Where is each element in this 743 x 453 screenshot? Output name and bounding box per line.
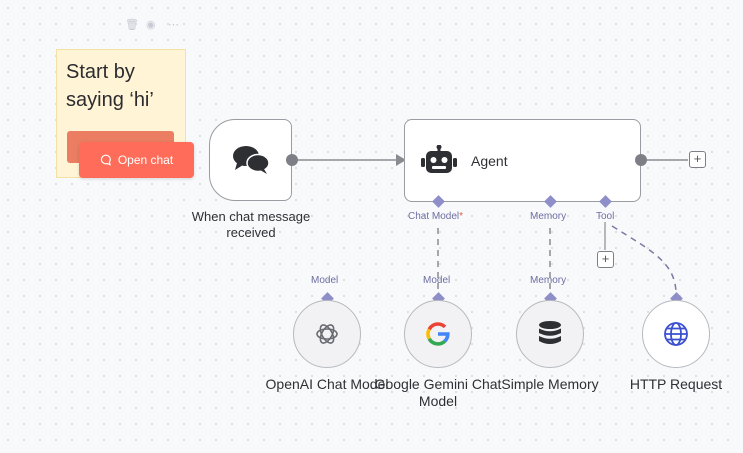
simple-memory-node[interactable] <box>516 300 584 368</box>
openai-node-label: OpenAI Chat Model <box>265 376 389 392</box>
trigger-output-handle[interactable] <box>286 154 298 166</box>
memory-node-port-label: Memory <box>530 275 567 286</box>
agent-output-handle[interactable] <box>635 154 647 166</box>
gemini-chat-model-node[interactable] <box>404 300 472 368</box>
globe-icon <box>664 322 688 346</box>
memory-port-label: Memory <box>530 211 567 222</box>
simple-memory-label: Simple Memory <box>501 376 599 392</box>
openai-icon <box>316 324 338 344</box>
database-icon <box>539 321 561 344</box>
openai-chat-model-node[interactable] <box>293 300 361 368</box>
http-request-label: HTTP Request <box>629 376 723 392</box>
open-chat-label: Open chat <box>117 153 174 167</box>
google-icon <box>426 322 450 346</box>
chat-icon <box>100 154 111 166</box>
color-palette-icon[interactable]: ◉ <box>146 19 156 31</box>
http-request-node[interactable] <box>642 300 710 368</box>
chat-trigger-node[interactable] <box>209 119 292 201</box>
sticky-title: Start by saying ‘hi’ <box>66 61 154 111</box>
openai-port-label: Model <box>311 275 339 286</box>
trash-icon[interactable]: 🗑 <box>125 19 139 31</box>
trigger-label: When chat message received <box>191 209 311 240</box>
gemini-port-label: Model <box>423 275 451 286</box>
add-tool-button[interactable]: + <box>597 251 614 268</box>
tool-port-label: Tool <box>596 211 615 222</box>
add-node-button[interactable]: + <box>689 151 706 168</box>
more-icon[interactable]: ⋯ <box>168 19 179 31</box>
open-chat-button[interactable]: Open chat <box>79 142 194 178</box>
chat-model-port-label: Chat Model* <box>408 211 464 222</box>
agent-title: Agent <box>471 152 508 169</box>
agent-node[interactable]: Agent <box>404 119 641 202</box>
robot-icon <box>421 144 457 173</box>
gemini-node-label: Google Gemini Chat Model <box>374 376 502 409</box>
chat-bubbles-icon <box>232 146 270 174</box>
